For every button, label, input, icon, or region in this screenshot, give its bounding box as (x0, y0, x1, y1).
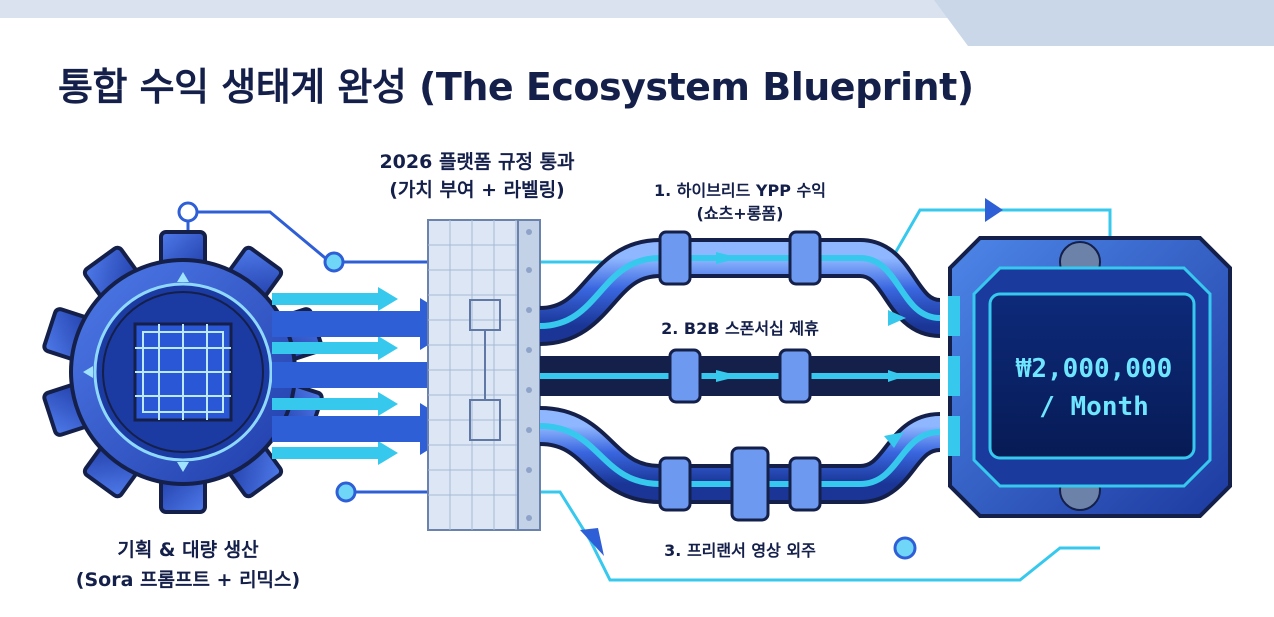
stream-ypp-label-line1: 1. 하이브리드 YPP 수익 (654, 181, 826, 200)
stream-ypp-label-line2: (쇼츠+롱폼) (697, 204, 784, 223)
connector-node (177, 201, 199, 223)
stream-freelance-label: 3. 프리랜서 영상 외주 (664, 541, 816, 560)
gateway-panel (427, 219, 541, 531)
connector-node (893, 536, 917, 560)
source-label-line2: (Sora 프롬프트 + 리믹스) (76, 569, 300, 591)
page-title: 통합 수익 생태계 완성 (The Ecosystem Blueprint) (58, 65, 974, 109)
stream-b2b-label: 2. B2B 스폰서십 제휴 (661, 319, 819, 338)
source-label-line1: 기획 & 대량 생산 (117, 539, 259, 561)
arrowhead (580, 528, 604, 556)
gateway-label-line2: (가치 부여 + 라벨링) (389, 179, 565, 201)
arrowhead (985, 198, 1003, 222)
gateway-label-line1: 2026 플랫폼 규정 통과 (379, 151, 575, 173)
connector-node (335, 481, 357, 503)
pipes (538, 230, 943, 522)
revenue-amount: ₩2,000,000 (1016, 354, 1173, 384)
connector-node (323, 251, 345, 273)
revenue-period: / Month (1039, 392, 1149, 422)
revenue-box: ₩2,000,000 / Month (948, 236, 1232, 518)
header-tab-accent (934, 0, 1274, 46)
